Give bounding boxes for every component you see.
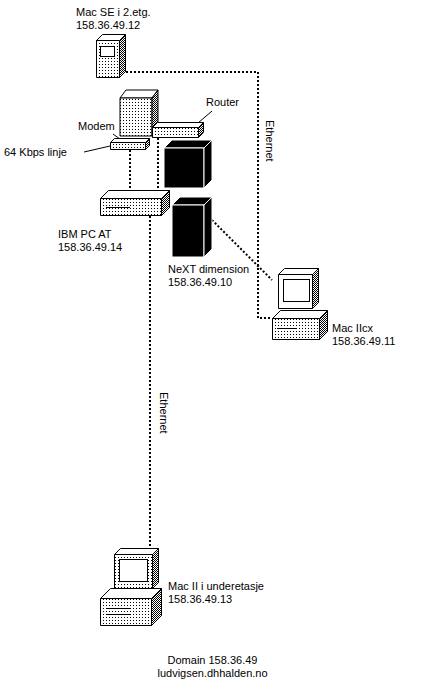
ip-address: 158.36.49.10 <box>168 276 249 289</box>
label-block: Mac IIcx158.36.49.11 <box>332 322 395 348</box>
icon-slot <box>106 207 130 208</box>
icon-face <box>204 197 212 257</box>
computer-icon <box>100 548 162 626</box>
network-cable <box>129 150 131 190</box>
label-block: IBM PC AT158.36.49.14 <box>58 228 122 254</box>
label-block: Router <box>206 96 239 109</box>
icon-face <box>172 205 204 257</box>
domain-caption: Domain 158.36.49 <box>0 654 425 667</box>
icon-face <box>153 123 204 128</box>
icon-face <box>115 549 159 555</box>
icon-face <box>101 191 170 199</box>
computer-node: Mac SE i 2.etg.158.36.49.12 <box>96 34 126 78</box>
computer-node: Mac IIcx158.36.49.11 <box>272 268 328 340</box>
icon-screen <box>101 47 115 57</box>
host-name: Modem <box>78 120 115 133</box>
icon-face <box>313 269 319 309</box>
icon-face <box>273 311 328 319</box>
leader-line <box>198 111 212 123</box>
icon-face <box>101 599 152 626</box>
cable-label: Ethernet <box>263 118 276 164</box>
computer-node: Mac II i underetasje158.36.49.13 <box>100 548 162 626</box>
computer-node: IBM PC AT158.36.49.14 <box>100 190 170 216</box>
icon-face <box>153 128 199 138</box>
ip-address: 158.36.49.13 <box>168 593 264 606</box>
icon-face <box>279 275 313 309</box>
icon-face <box>162 191 170 216</box>
host-name: Router <box>206 96 239 109</box>
router-node: Router <box>152 122 204 138</box>
icon-face <box>120 35 126 78</box>
icon-face <box>273 319 320 340</box>
black-cube <box>164 140 212 188</box>
host-name: IBM PC AT <box>58 228 122 241</box>
icon-face <box>111 139 150 143</box>
computer-icon <box>100 190 170 216</box>
computer-icon <box>152 122 204 138</box>
icon-face <box>111 143 146 150</box>
icon-face <box>279 269 319 275</box>
icon-slot <box>277 328 297 329</box>
box-front <box>120 98 152 136</box>
cable-label: Ethernet <box>157 390 170 436</box>
icon-face <box>199 123 204 138</box>
icon-face <box>97 41 120 78</box>
domain-caption: ludvigsen.dhhalden.no <box>0 667 425 680</box>
icon-face <box>152 589 162 626</box>
computer-icon <box>172 197 212 257</box>
label-block: Modem <box>78 120 115 133</box>
host-name: Mac IIcx <box>332 322 395 335</box>
ethernet-cable <box>149 216 151 548</box>
label-block: Mac SE i 2.etg.158.36.49.12 <box>76 6 151 32</box>
icon-screen <box>120 560 148 582</box>
line-label: 64 Kbps linje <box>4 146 67 159</box>
host-name: NeXT dimension <box>168 263 249 276</box>
ip-address: 158.36.49.12 <box>76 19 151 32</box>
computer-node: NeXT dimension158.36.49.10 <box>172 197 212 257</box>
host-name: Mac II i underetasje <box>168 580 264 593</box>
ip-address: 158.36.49.11 <box>332 335 395 348</box>
icon-face <box>146 139 150 150</box>
label-block: NeXT dimension158.36.49.10 <box>168 263 249 289</box>
cube-front <box>164 148 204 188</box>
ip-address: 158.36.49.14 <box>58 241 122 254</box>
leased-line-wire <box>84 146 110 152</box>
icon-slot <box>106 614 130 615</box>
modem-node: Modem <box>110 138 150 150</box>
icon-slot <box>106 608 130 609</box>
icon-face <box>101 199 162 216</box>
icon-face <box>115 555 153 589</box>
cube-side <box>204 140 212 188</box>
computer-icon <box>96 34 126 78</box>
icon-screen <box>284 280 310 302</box>
icon-face <box>320 311 328 340</box>
computer-icon <box>110 138 150 150</box>
computer-icon <box>272 268 328 340</box>
host-name: Mac SE i 2.etg. <box>76 6 151 19</box>
icon-face <box>153 549 159 589</box>
network-cable <box>157 138 159 190</box>
label-block: Mac II i underetasje158.36.49.13 <box>168 580 264 606</box>
